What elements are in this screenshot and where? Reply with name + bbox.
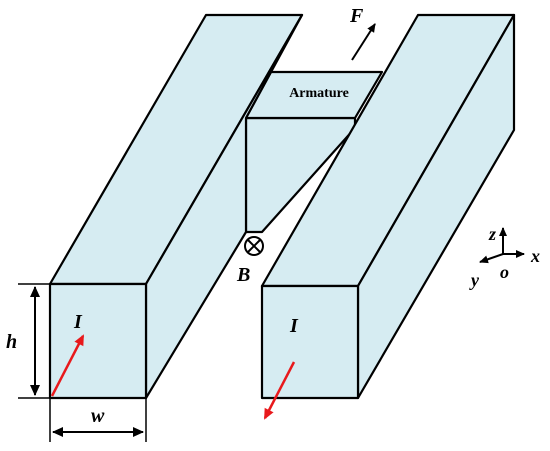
height-label: h <box>6 331 17 353</box>
right-rail <box>260 13 516 400</box>
left-rail-front-face <box>48 282 148 400</box>
armature: Armature <box>244 70 384 120</box>
current-arrow-left <box>50 334 85 397</box>
axis-x-label: x <box>530 246 540 266</box>
armature-label: Armature <box>289 86 349 101</box>
width-label: w <box>91 405 105 427</box>
current-arrow-right <box>263 361 296 420</box>
force-arrow: F <box>349 5 376 61</box>
height-dimension <box>18 283 50 399</box>
current-label-right: I <box>289 315 299 337</box>
field-into-page-icon <box>244 236 264 256</box>
right-rail-front-face <box>260 284 360 400</box>
force-label: F <box>349 5 364 27</box>
coordinate-axes-icon <box>479 227 525 264</box>
axis-z-label: z <box>488 224 496 244</box>
axis-y-label: y <box>469 270 480 290</box>
field-label: B <box>236 264 250 286</box>
axis-origin-label: o <box>500 262 509 282</box>
width-dimension <box>49 398 147 442</box>
current-label-left: I <box>73 311 83 333</box>
